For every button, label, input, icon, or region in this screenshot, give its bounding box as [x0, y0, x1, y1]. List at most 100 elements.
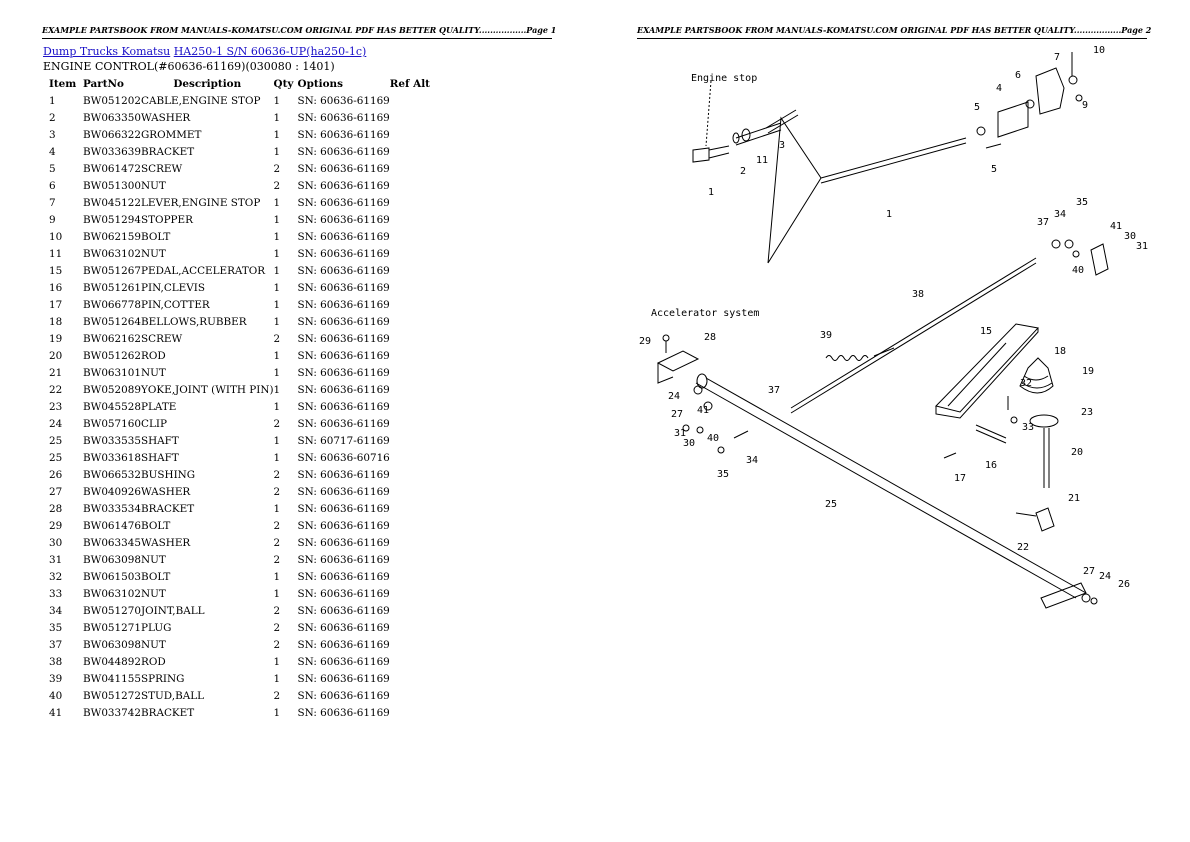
washer-27 [703, 401, 713, 411]
cell-description: SHAFT [141, 452, 179, 464]
cell-options: SN: 60636-61169 [297, 401, 390, 413]
cell-description: YOKE,JOINT (WITH PIN) [141, 384, 274, 396]
cell-part-number: BW051300 [83, 180, 141, 192]
callout-28: 28 [704, 332, 716, 343]
cell-item-number: 41 [49, 707, 63, 719]
callout-33: 33 [1022, 422, 1034, 433]
cell-options: SN: 60636-61169 [297, 129, 390, 141]
callout-11: 11 [756, 155, 768, 166]
cell-item-number: 9 [49, 214, 56, 226]
cell-quantity: 2 [273, 333, 281, 345]
callout-25: 25 [825, 499, 837, 510]
cell-ref-alt [390, 501, 440, 518]
cell-item-number: 10 [49, 231, 63, 243]
model-link[interactable]: HA250-1 S/N 60636-UP(ha250-1c) [173, 45, 367, 58]
cell-part-number: BW051202 [83, 95, 141, 107]
callout-35b: 35 [1076, 197, 1088, 208]
column-header-description: Description [173, 78, 242, 90]
cell-description: LEVER,ENGINE STOP [141, 197, 261, 209]
cell-options: SN: 60636-61169 [297, 231, 390, 243]
category-link[interactable]: Dump Trucks Komatsu [43, 45, 171, 58]
cell-ref-alt [390, 314, 440, 331]
cell-ref-alt [390, 212, 440, 229]
cell-item-number: 30 [49, 537, 63, 549]
cell-part-number: BW063345 [83, 537, 141, 549]
cell-part-number: BW066778 [83, 299, 141, 311]
cell-quantity: 2 [273, 554, 281, 566]
engine-stop-title: Engine stop [691, 73, 757, 84]
cell-part-number: BW066532 [83, 469, 141, 481]
cell-item-number: 28 [49, 503, 63, 515]
accelerator-pedal-15 [935, 323, 1039, 419]
callout-29: 29 [639, 336, 651, 347]
washer-2 [732, 132, 740, 144]
cell-options: SN: 60636-61169 [297, 707, 390, 719]
cell-options: SN: 60636-61169 [297, 469, 390, 481]
cell-quantity: 1 [273, 112, 281, 124]
cell-quantity: 1 [273, 588, 281, 600]
cell-part-number: BW051261 [83, 282, 141, 294]
cell-ref-alt [390, 603, 440, 620]
callout-32: 32 [1020, 378, 1032, 389]
cell-quantity: 2 [273, 469, 281, 481]
cell-ref-alt [390, 433, 440, 450]
cell-item-number: 26 [49, 469, 63, 481]
cell-part-number: BW033618 [83, 452, 141, 464]
callout-18: 18 [1054, 346, 1066, 357]
cell-quantity: 1 [273, 401, 281, 413]
cell-quantity: 1 [273, 197, 281, 209]
ball-joint-34-left [733, 430, 749, 439]
page-2-header: EXAMPLE PARTSBOOK FROM MANUALS-KOMATSU.C… [637, 25, 1151, 39]
cell-options: SN: 60636-61169 [297, 554, 390, 566]
callout-labels: 1 2 3 4 5 5 6 7 9 10 11 1 15 16 17 18 19… [639, 45, 1148, 590]
cell-quantity: 1 [273, 452, 281, 464]
callout-26: 26 [1118, 579, 1130, 590]
cell-options: SN: 60636-61169 [297, 146, 390, 158]
parts-table: Item PartNo Description Qty Options Ref … [43, 76, 440, 722]
cell-description: NUT [141, 248, 166, 260]
cell-part-number: BW045528 [83, 401, 141, 413]
cell-quantity: 1 [273, 316, 281, 328]
cell-description: CABLE,ENGINE STOP [141, 95, 261, 107]
cell-options: SN: 60636-61169 [297, 180, 390, 192]
cell-item-number: 7 [49, 197, 56, 209]
cell-part-number: BW063098 [83, 639, 141, 651]
bracket-41 [1090, 243, 1109, 276]
cell-item-number: 35 [49, 622, 63, 634]
cell-options: SN: 60636-61169 [297, 537, 390, 549]
cell-description: JOINT,BALL [141, 605, 205, 617]
exploded-parts-diagram: Engine stop Accelerator system 1 2 3 4 5… [639, 45, 1148, 609]
cell-options: SN: 60636-61169 [297, 214, 390, 226]
stopper-9 [1075, 94, 1083, 102]
callout-39: 39 [820, 330, 832, 341]
lever-arm [1040, 582, 1087, 609]
bolt-10 [1068, 75, 1078, 85]
cell-description: PIN,COTTER [141, 299, 210, 311]
column-header-qty: Qty [273, 78, 294, 90]
cell-description: WASHER [141, 486, 191, 498]
bracket-28 [656, 350, 700, 384]
cell-ref-alt [390, 178, 440, 195]
cell-part-number: BW063101 [83, 367, 141, 379]
cell-description: SCREW [141, 163, 183, 175]
cell-description: SPRING [141, 673, 185, 685]
cell-options: SN: 60636-60716 [297, 452, 390, 464]
cell-description: STOPPER [141, 214, 193, 226]
cell-description: BOLT [141, 571, 171, 583]
nut-33 [1010, 416, 1018, 424]
cell-quantity: 1 [273, 146, 281, 158]
cell-ref-alt [390, 467, 440, 484]
